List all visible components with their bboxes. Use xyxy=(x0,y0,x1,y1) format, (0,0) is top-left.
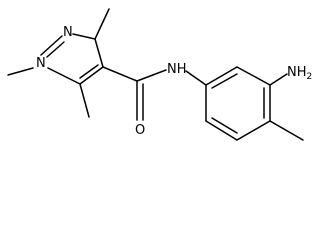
bond-c4-c5 xyxy=(79,66,104,85)
bond-nh-aryl xyxy=(185,70,207,86)
atom-label-amine-subscript: 2 xyxy=(307,72,313,82)
bond-n1-methyl xyxy=(7,67,34,76)
structure-diagram: N N O NH NH2 xyxy=(7,8,312,141)
bond-c4-carbonyl xyxy=(102,66,138,82)
bond-c3-methyl xyxy=(94,8,110,40)
bond-n1-n2 xyxy=(40,35,63,56)
bond-benzene-5-6 xyxy=(205,120,238,141)
bond-benzene-inner-a xyxy=(211,73,238,89)
bond-c5-n1 xyxy=(47,67,81,85)
bond-c4-c5-double xyxy=(79,64,99,79)
bond-benzene-1-2 xyxy=(205,66,238,86)
bond-n1-n2-double xyxy=(46,41,65,58)
bond-n2-c3 xyxy=(72,33,96,40)
atom-label-n2: N xyxy=(63,25,73,40)
atom-label-oxygen: O xyxy=(135,123,145,138)
atom-label-n1: N xyxy=(36,56,46,71)
bond-benzene-2-3 xyxy=(236,66,271,86)
bond-c3-c4 xyxy=(94,38,104,68)
atom-label-amide-nh: NH xyxy=(167,62,187,77)
atom-label-amine-nh: NH xyxy=(287,65,307,80)
bond-c5-methyl xyxy=(79,83,90,118)
bond-aryl-methyl xyxy=(269,120,304,141)
structure-canvas: N N O NH NH2 xyxy=(7,8,312,141)
bond-benzene-inner-c xyxy=(211,117,238,134)
bond-benzene-4-5 xyxy=(236,120,271,141)
atom-label-amine: NH2 xyxy=(287,65,312,82)
bond-aryl-amine xyxy=(269,73,288,86)
bond-carbonyl-nh xyxy=(136,69,167,82)
